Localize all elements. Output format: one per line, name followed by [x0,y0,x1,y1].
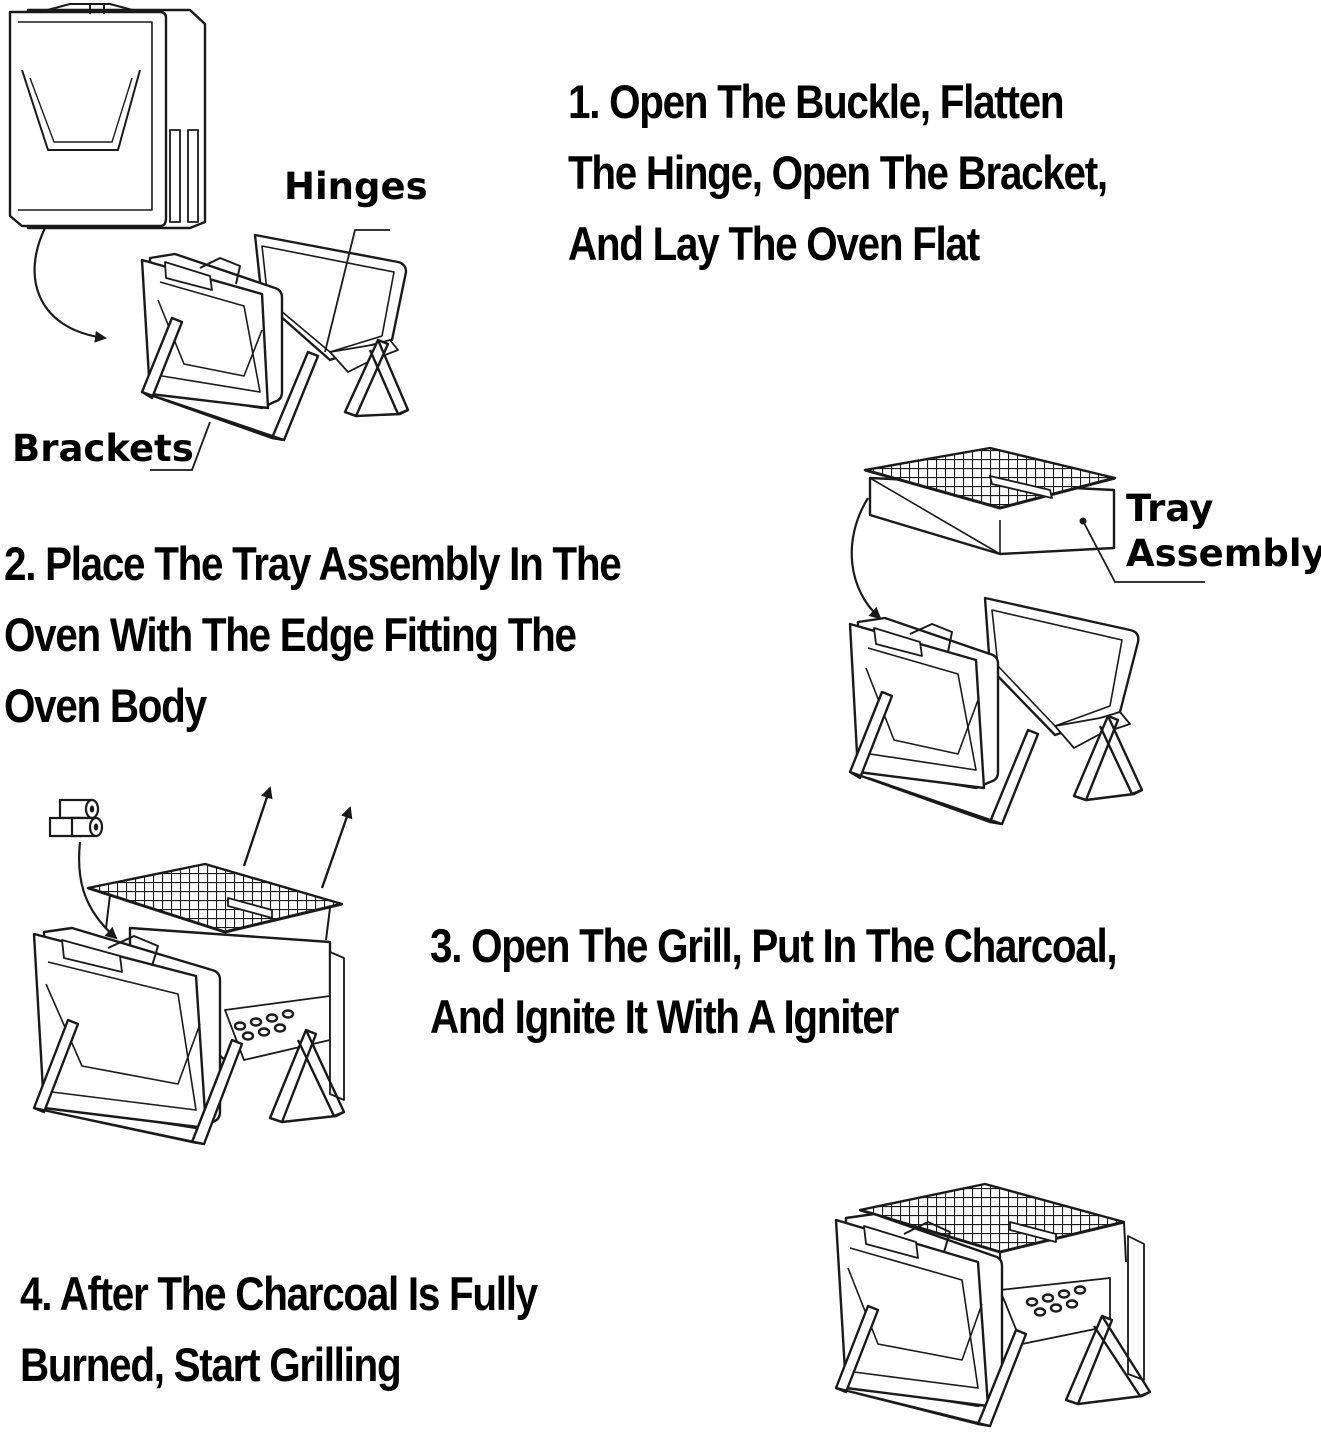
lift-arrow-left [242,786,273,867]
charcoal-icon [48,798,104,838]
hinges-label: Hinges [284,165,428,208]
step-4-text: 4. After The Charcoal Is Fully Burned, S… [20,1258,538,1400]
step-3-line-1: 3. Open The Grill, Put In The Charcoal, [430,919,1118,972]
hinges-leader-line [324,229,390,353]
tray-assembly-label: Tray Assembly [1126,486,1321,576]
step-3-text: 3. Open The Grill, Put In The Charcoal, … [430,910,1118,1052]
curved-arrow-step-1 [33,227,107,343]
folded-grill-illustration [8,3,207,230]
tray-assembly-illustration [863,446,1117,556]
step-1-text: 1. Open The Buckle, Flatten The Hinge, O… [568,66,1108,279]
tray-assembly-label-line-2: Assembly [1126,532,1321,575]
open-grill-illustration-step-1 [140,233,410,442]
charcoal-arrow [77,841,118,940]
step-2-line-3: Oven Body [4,679,207,732]
tray-assembly-label-line-1: Tray [1126,487,1214,530]
step-2-text: 2. Place The Tray Assembly In The Oven W… [4,528,622,741]
step-4-line-2: Burned, Start Grilling [20,1338,402,1391]
step-3-line-2: And Ignite It With A Igniter [430,990,899,1043]
open-grill-illustration-step-2 [848,596,1144,826]
lift-arrow-right [320,806,353,889]
step-1-line-3: And Lay The Oven Flat [568,217,980,270]
grill-ready-illustration [834,1182,1152,1428]
step-2-line-1: 2. Place The Tray Assembly In The [4,537,622,590]
brackets-leader-line [150,421,211,471]
brackets-label: Brackets [12,427,194,470]
step-4-line-1: 4. After The Charcoal Is Fully [20,1267,538,1320]
grill-open-illustration-step-3 [32,862,346,1146]
tray-assembly-leader-line [1082,520,1205,583]
curved-arrow-step-2 [850,497,882,620]
step-1-line-2: The Hinge, Open The Bracket, [568,146,1108,199]
step-2-line-2: Oven With The Edge Fitting The [4,608,577,661]
step-1-line-1: 1. Open The Buckle, Flatten [568,75,1065,128]
